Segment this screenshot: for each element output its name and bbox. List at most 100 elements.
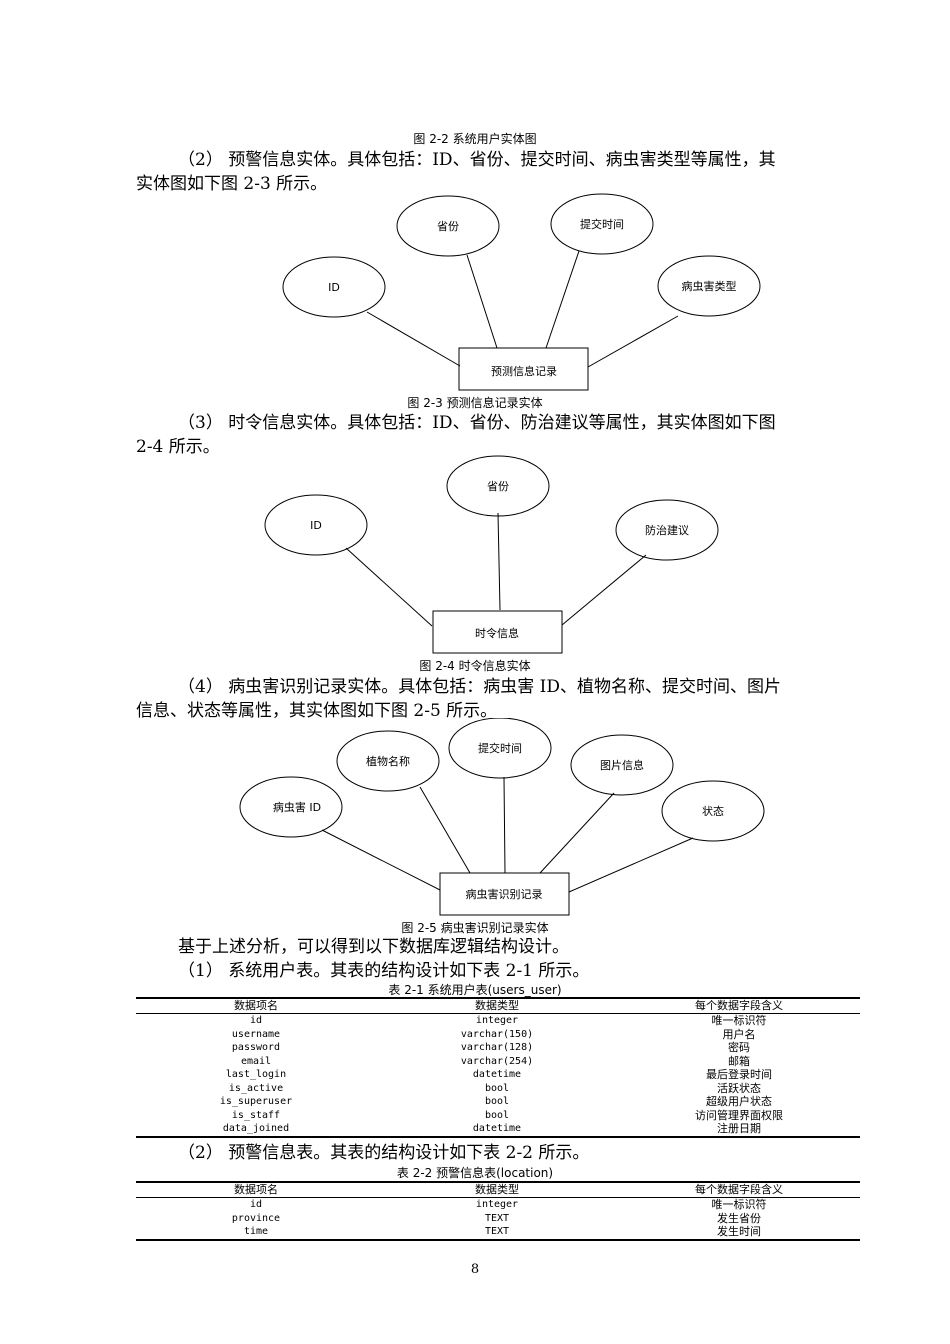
cell-field: last_login [225, 1069, 287, 1080]
paragraph-7: （2） 预警信息表。其表的结构设计如下表 2-2 所示。 [178, 1143, 590, 1163]
table-row: is_staff bool 访问管理界面权限 [136, 1109, 860, 1123]
paragraph-4-line1: （4） 病虫害识别记录实体。具体包括：病虫害 ID、植物名称、提交时间、图片 [178, 677, 781, 697]
table-row: province TEXT 发生省份 [136, 1212, 860, 1226]
cell-field: is_superuser [219, 1096, 293, 1107]
attribute-submit-time-ellipse [448, 718, 552, 779]
attribute-label: 提交时间 [580, 217, 624, 231]
header-meaning: 每个数据字段含义 [618, 997, 860, 1014]
entity-label: 预测信息记录 [491, 364, 557, 378]
er-diagram-2-5: 病虫害 ID 植物名称 提交时间 图片信息 状态 病虫害识别记录 [239, 718, 765, 916]
cell-meaning: 用户名 [722, 1027, 756, 1041]
cell-meaning: 发生省份 [717, 1211, 761, 1225]
cell-meaning: 唯一标识符 [711, 1014, 767, 1027]
cell-type: integer [475, 1199, 519, 1210]
attribute-plant-name-ellipse [336, 730, 440, 792]
users-user-table: 数据项名 数据类型 每个数据字段含义 id integer 唯一标识符 userna… [136, 997, 860, 1138]
attribute-label: 防治建议 [645, 523, 689, 537]
cell-field: password [231, 1042, 281, 1053]
cell-meaning: 发生时间 [618, 1225, 860, 1241]
cell-type: integer [475, 1015, 519, 1026]
attribute-label: 省份 [487, 480, 509, 493]
cell-field: province [231, 1212, 281, 1224]
attribute-submit-time-ellipse [550, 193, 654, 255]
cell-meaning: 访问管理界面权限 [695, 1108, 783, 1122]
cell-field: email [240, 1055, 272, 1067]
er-diagram-2-4: ID 省份 防治建议 时令信息 [264, 455, 719, 654]
er-diagram-2-3: ID 省份 提交时间 病虫害类型 预测信息记录 [282, 193, 761, 391]
attribute-pest-type-ellipse [657, 255, 761, 317]
attribute-label: ID [310, 519, 322, 532]
attribute-status-ellipse [661, 780, 765, 842]
entity-box [439, 872, 570, 916]
cell-field: username [231, 1028, 281, 1040]
table-row: is_active bool 活跃状态 [136, 1082, 860, 1096]
cell-type: bool [484, 1082, 510, 1094]
paragraph-2-line1: （2） 预警信息实体。具体包括：ID、省份、提交时间、病虫害类型等属性，其 [178, 150, 776, 170]
attribute-label: 植物名称 [366, 754, 410, 768]
table-row: id integer 唯一标识符 [136, 1014, 860, 1028]
attribute-province-ellipse [396, 195, 500, 257]
paragraph-2-line2: 实体图如下图 2-3 所示。 [136, 174, 328, 194]
attribute-id-ellipse [282, 256, 386, 318]
cell-type: bool [484, 1096, 510, 1107]
cell-meaning: 活跃状态 [717, 1081, 761, 1095]
attribute-advice-ellipse [615, 499, 719, 561]
paragraph-4-line2: 信息、状态等属性，其实体图如下图 2-5 所示。 [136, 701, 498, 721]
table-row: username varchar(150) 用户名 [136, 1028, 860, 1042]
cell-field: is_staff [231, 1109, 281, 1121]
cell-field: id [249, 1199, 263, 1210]
header-data-type: 数据类型 [376, 1181, 618, 1198]
cell-field: is_active [228, 1082, 284, 1094]
header-field-name: 数据项名 [136, 1181, 376, 1198]
paragraph-3-line1: （3） 时令信息实体。具体包括：ID、省份、防治建议等属性，其实体图如下图 [178, 413, 776, 433]
table-header-row: 数据项名 数据类型 每个数据字段含义 [136, 1181, 860, 1198]
cell-meaning: 邮箱 [728, 1054, 750, 1068]
attribute-pest-id-ellipse [239, 776, 343, 838]
cell-meaning: 注册日期 [618, 1122, 860, 1138]
cell-field: data_joined [136, 1122, 376, 1138]
figure-caption-2-5: 图 2-5 病虫害识别记录实体 [401, 921, 549, 935]
cell-field: time [136, 1225, 376, 1241]
cell-type: TEXT [484, 1212, 510, 1224]
cell-type: varchar(254) [460, 1055, 534, 1067]
attribute-label: 图片信息 [600, 758, 644, 772]
figure-caption-2-2: 图 2-2 系统用户实体图 [413, 132, 537, 146]
attribute-province-ellipse [446, 455, 550, 517]
paragraph-5: 基于上述分析，可以得到以下数据库逻辑结构设计。 [178, 937, 569, 957]
attribute-id-ellipse [264, 494, 368, 556]
entity-box [432, 610, 563, 654]
table-caption-2-2: 表 2-2 预警信息表(location) [396, 1166, 554, 1180]
cell-type: TEXT [376, 1225, 618, 1241]
attribute-label: 状态 [702, 804, 724, 818]
header-data-type: 数据类型 [376, 997, 618, 1014]
table-header-row: 数据项名 数据类型 每个数据字段含义 [136, 997, 860, 1014]
table-row: last_login datetime 最后登录时间 [136, 1068, 860, 1082]
cell-type: datetime [472, 1069, 522, 1080]
cell-type: bool [484, 1109, 510, 1121]
attribute-label: 提交时间 [478, 741, 522, 755]
header-field-name: 数据项名 [136, 997, 376, 1014]
table-row: is_superuser bool 超级用户状态 [136, 1095, 860, 1109]
table-row: id integer 唯一标识符 [136, 1198, 860, 1212]
entity-box [458, 347, 589, 391]
cell-field: id [249, 1015, 263, 1026]
cell-meaning: 超级用户状态 [706, 1095, 772, 1108]
location-table: 数据项名 数据类型 每个数据字段含义 id integer 唯一标识符 provin… [136, 1181, 860, 1241]
paragraph-6: （1） 系统用户表。其表的结构设计如下表 2-1 所示。 [178, 961, 590, 981]
cell-meaning: 唯一标识符 [711, 1198, 767, 1211]
cell-type: datetime [376, 1122, 618, 1138]
cell-type: varchar(128) [460, 1042, 534, 1053]
entity-label: 病虫害识别记录 [466, 887, 543, 901]
attribute-label: 省份 [437, 220, 459, 233]
cell-meaning: 密码 [728, 1041, 750, 1054]
cell-meaning: 最后登录时间 [706, 1068, 772, 1081]
figure-caption-2-3: 图 2-3 预测信息记录实体 [407, 396, 543, 410]
table-caption-2-1: 表 2-1 系统用户表(users_user) [388, 983, 562, 997]
entity-label: 时令信息 [475, 626, 519, 640]
attribute-label: 病虫害 ID [273, 800, 321, 814]
attribute-label: ID [328, 281, 340, 294]
figure-caption-2-4: 图 2-4 时令信息实体 [419, 659, 531, 673]
cell-type: varchar(150) [460, 1028, 534, 1040]
